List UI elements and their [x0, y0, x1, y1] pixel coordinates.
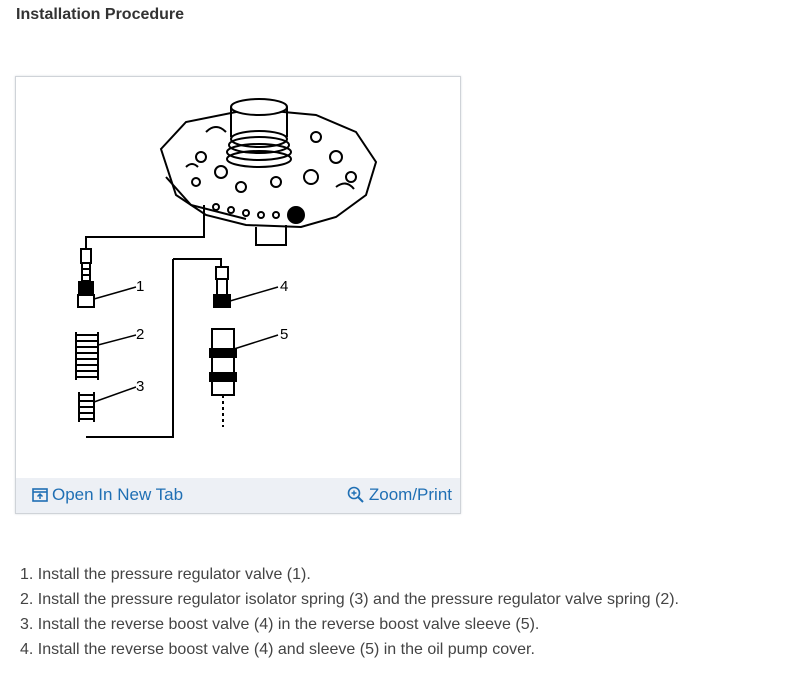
step-item: 3. Install the reverse boost valve (4) i…	[20, 616, 540, 633]
zoom-print-button[interactable]: Zoom/Print	[347, 485, 452, 505]
spring-3	[78, 392, 95, 422]
spring-2	[75, 332, 99, 380]
oil-pump-valve-illustration: 1 2 3 4 5	[75, 98, 378, 438]
open-in-new-tab-button[interactable]: Open In New Tab	[32, 485, 183, 505]
step-item: 4. Install the reverse boost valve (4) a…	[20, 641, 535, 658]
figure-toolbar: Open In New Tab Zoom/Print	[16, 478, 460, 513]
zoom-in-icon	[347, 486, 364, 503]
sleeve-5	[209, 328, 237, 427]
step-item: 1. Install the pressure regulator valve …	[20, 566, 311, 583]
zoom-print-label: Zoom/Print	[368, 485, 452, 504]
callout-5: 5	[280, 326, 288, 343]
callout-4: 4	[280, 278, 288, 295]
page-heading: Installation Procedure	[16, 6, 185, 23]
step-item: 2. Install the pressure regulator isolat…	[20, 591, 679, 608]
figure-panel: 1 2 3 4 5 Open In New Tab Zoom/Print	[15, 76, 461, 514]
callout-1: 1	[136, 278, 144, 295]
procedure-steps: 1. Install the pressure regulator valve …	[20, 562, 679, 662]
pump-cover-body	[159, 107, 378, 229]
callout-3: 3	[136, 378, 144, 395]
open-in-new-tab-label: Open In New Tab	[52, 485, 184, 504]
callout-2: 2	[136, 326, 144, 343]
open-in-new-tab-icon	[32, 488, 48, 502]
